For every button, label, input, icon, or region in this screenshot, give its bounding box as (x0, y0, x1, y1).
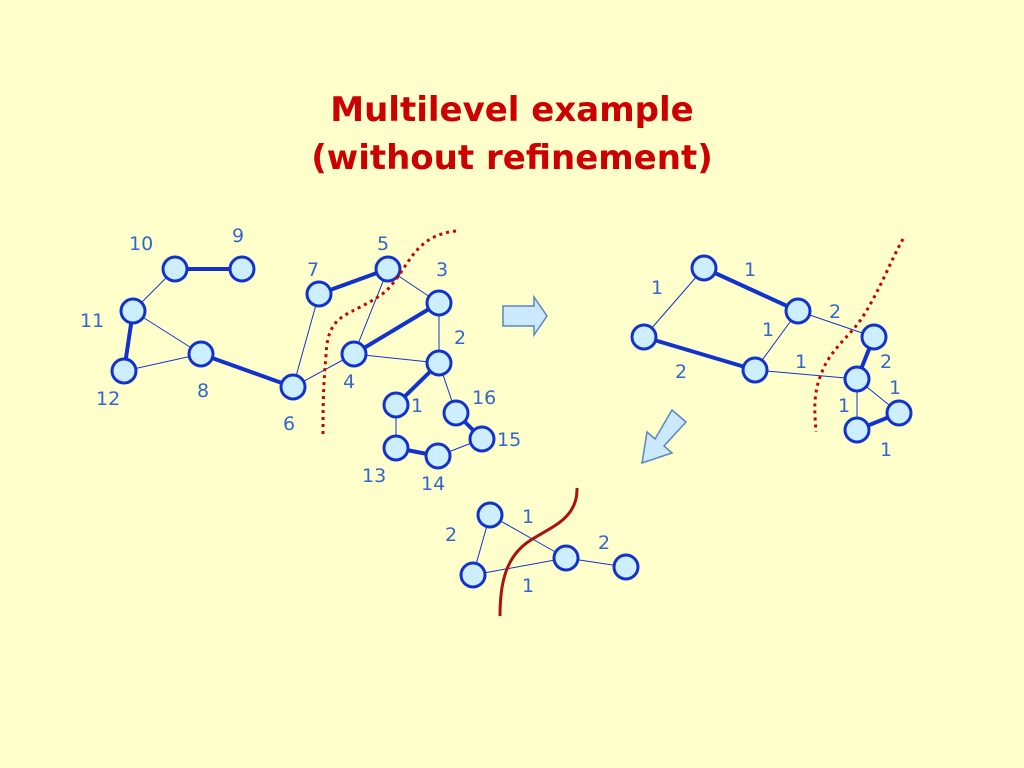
graph-edge-heavy (702, 266, 800, 313)
graph-node (382, 391, 410, 419)
right-arrow-icon (502, 294, 548, 338)
graph-edge-heavy (199, 352, 295, 389)
graph-node (425, 349, 453, 377)
node-label: 14 (421, 473, 445, 495)
weight-label: 1 (795, 351, 807, 373)
graph-node (374, 255, 402, 283)
graph-node (476, 501, 504, 529)
graph-node (110, 357, 138, 385)
graph-node (425, 289, 453, 317)
node-label: 7 (307, 259, 319, 281)
graph-node (279, 373, 307, 401)
graph-node (119, 297, 147, 325)
fine-graph-nodes (110, 255, 496, 470)
graph-node (228, 255, 256, 283)
down-left-arrow-icon (641, 408, 688, 465)
graph-node (690, 254, 718, 282)
graph-edge-heavy (642, 335, 757, 372)
weight-label: 1 (838, 395, 850, 417)
coarse-graph: 2 1 2 1 (445, 487, 640, 617)
graph-node (885, 399, 913, 427)
node-label: 15 (497, 429, 521, 451)
graph-node (784, 297, 812, 325)
weight-label: 1 (522, 506, 534, 528)
graph-node (161, 255, 189, 283)
weight-label: 1 (744, 259, 756, 281)
coarse-graph-nodes (459, 501, 640, 589)
graph-node (612, 553, 640, 581)
graph-node (843, 416, 871, 444)
graph-edge (754, 369, 858, 380)
weight-label: 2 (675, 361, 687, 383)
weight-label: 2 (880, 351, 892, 373)
node-label: 1 (411, 395, 423, 417)
graph-edge (353, 353, 440, 364)
partition-cut-solid (498, 487, 579, 617)
partition-cut-dotted (813, 238, 905, 433)
graph-node (630, 323, 658, 351)
node-label: 10 (129, 233, 153, 255)
weight-label: 1 (522, 575, 534, 597)
graph-node (442, 399, 470, 427)
graph-node (552, 544, 580, 572)
node-label: 9 (232, 225, 244, 247)
graph-edge-heavy (352, 301, 441, 356)
graph-node (340, 340, 368, 368)
graph-edge (643, 267, 705, 338)
graph-node (459, 561, 487, 589)
weight-label: 2 (598, 532, 610, 554)
fine-graph: 10 9 11 7 5 3 2 12 8 4 6 1 16 13 14 15 (80, 225, 521, 495)
graph-node (843, 365, 871, 393)
partition-cut-dotted (321, 229, 457, 439)
graph-edge (353, 268, 389, 355)
mid-graph-edges (642, 266, 901, 432)
node-label: 13 (362, 465, 386, 487)
graph-edge (292, 293, 320, 388)
node-label: 5 (377, 233, 389, 255)
weight-label: 1 (651, 277, 663, 299)
node-label: 6 (283, 413, 295, 435)
graph-node (424, 442, 452, 470)
graph-node (860, 323, 888, 351)
node-label: 8 (197, 380, 209, 402)
graph-edge (489, 514, 567, 559)
coarse-graph-labels: 2 1 2 1 (445, 506, 610, 597)
weight-label: 1 (762, 319, 774, 341)
node-label: 12 (96, 388, 120, 410)
node-label: 4 (343, 371, 355, 393)
weight-label: 1 (880, 439, 892, 461)
slide-title: Multilevel example (without refinement) (0, 86, 1024, 182)
node-label: 16 (472, 387, 496, 409)
node-label: 11 (80, 310, 104, 332)
graph-node (382, 434, 410, 462)
graph-node (187, 340, 215, 368)
fine-graph-labels: 10 9 11 7 5 3 2 12 8 4 6 1 16 13 14 15 (80, 225, 521, 495)
graph-node (468, 425, 496, 453)
weight-label: 1 (889, 377, 901, 399)
title-line-2: (without refinement) (311, 138, 713, 178)
graph-edge (472, 557, 567, 576)
graph-node (741, 356, 769, 384)
weight-label: 2 (445, 524, 457, 546)
node-label: 2 (454, 327, 466, 349)
mid-graph: 1 1 2 1 2 1 2 1 1 1 (630, 238, 913, 461)
graph-node (305, 280, 333, 308)
mid-graph-labels: 1 1 2 1 2 1 2 1 1 1 (651, 259, 901, 461)
node-label: 3 (436, 259, 448, 281)
weight-label: 2 (829, 301, 841, 323)
mid-graph-nodes (630, 254, 913, 444)
title-line-1: Multilevel example (330, 90, 694, 130)
